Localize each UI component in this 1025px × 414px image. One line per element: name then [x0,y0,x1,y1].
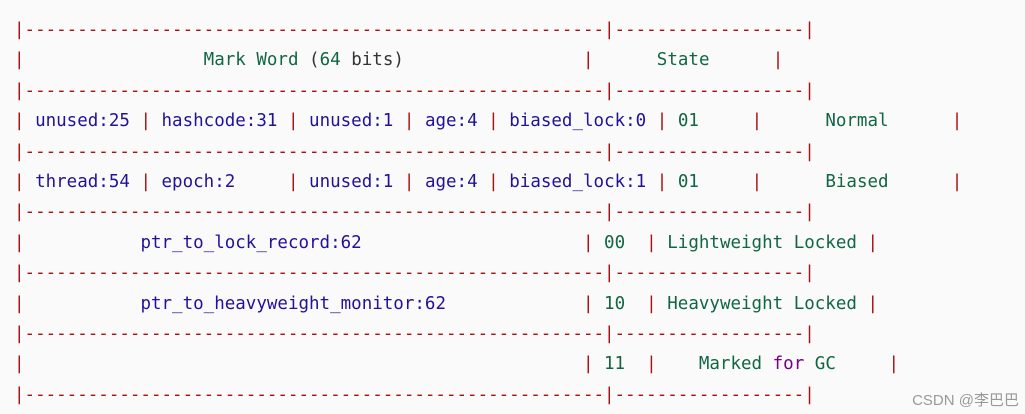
border: | [888,171,963,192]
table-row: | unused:25 | hashcode:31 | unused:1 | a… [14,106,962,136]
separator-line: |---------------------------------------… [14,80,815,101]
border: | [646,171,678,192]
cell-text: biased_lock:0 [509,111,647,132]
border: | [445,293,605,314]
cell-text: hashcode:31 [161,111,278,132]
border: | [477,111,510,132]
cell-text: Marked [698,354,763,375]
cell-text: unused:1 [309,111,394,132]
cell-text: epoch:2 [161,171,236,192]
border: | [403,50,657,71]
border: | [393,171,425,192]
header-word-word: Word [256,50,299,71]
border: | [14,111,36,132]
cell-text: Normal [825,111,889,132]
mark-word-table: |---------------------------------------… [14,0,962,410]
cell-text: Lightweight Locked [667,232,857,253]
cell-text: 11 [604,354,626,375]
border [804,354,815,374]
cell-text: unused:1 [309,171,394,192]
border: | [361,232,605,253]
border: | [625,293,668,314]
cell-text: age:4 [424,111,478,132]
paren-open: ( [298,50,320,71]
border: | [14,50,204,71]
cell-text: GC [814,354,836,375]
border: | [14,171,36,192]
separator-line: |---------------------------------------… [14,202,815,223]
border: | [709,50,784,71]
cell-text: age:4 [424,171,478,192]
border: | [835,354,900,375]
border: | [393,111,425,132]
border: | [698,171,826,192]
cell-text: 01 [677,111,699,132]
header-row: | Mark Word (64 bits) | State | [14,45,962,75]
separator-line: |---------------------------------------… [14,141,815,162]
border: | | [14,354,605,375]
header-state: State [656,50,710,71]
table-row: | ptr_to_heavyweight_monitor:62 | 10 | H… [14,289,962,319]
border: | [477,171,510,192]
cell-text: thread:54 [35,171,130,192]
cell-text: 01 [677,171,699,192]
border: | [888,111,963,132]
border [762,354,773,374]
space [341,50,352,70]
header-word-mark: Mark [203,50,246,71]
cell-text: for [772,354,805,375]
cell-text: ptr_to_heavyweight_monitor:62 [140,293,446,314]
cell-text: biased_lock:1 [509,171,647,192]
border: | [235,171,310,192]
separator-line: |---------------------------------------… [14,263,815,284]
space [246,50,257,70]
table-row: | thread:54 | epoch:2 | unused:1 | age:4… [14,167,962,197]
paren-close: ) [393,50,404,71]
header-bit-count: 64 [319,50,341,71]
table-row: | ptr_to_lock_record:62 | 00 | Lightweig… [14,228,962,258]
header-word-bits: bits [351,50,394,71]
border: | [698,111,826,132]
separator-line: |---------------------------------------… [14,323,815,344]
border: | [625,232,668,253]
cell-text: Heavyweight Locked [667,293,857,314]
border: | [277,111,310,132]
border: | [14,232,141,253]
border: | [646,111,678,132]
separator-line: |---------------------------------------… [14,20,815,40]
cell-text: ptr_to_lock_record:62 [140,232,362,253]
cell-text: 10 [604,293,626,314]
border: | [625,354,699,375]
border: | [129,171,162,192]
cell-text: 00 [604,232,626,253]
cell-text: unused:25 [35,111,130,132]
border: | [129,111,162,132]
border: | [14,293,141,314]
separator-line: |---------------------------------------… [14,384,815,405]
table-row: | | 11 | Marked for GC | [14,349,962,379]
border: | [856,293,878,314]
watermark: CSDN @李巴巴 [912,392,1019,409]
cell-text: Biased [825,171,889,192]
border: | [856,232,878,253]
